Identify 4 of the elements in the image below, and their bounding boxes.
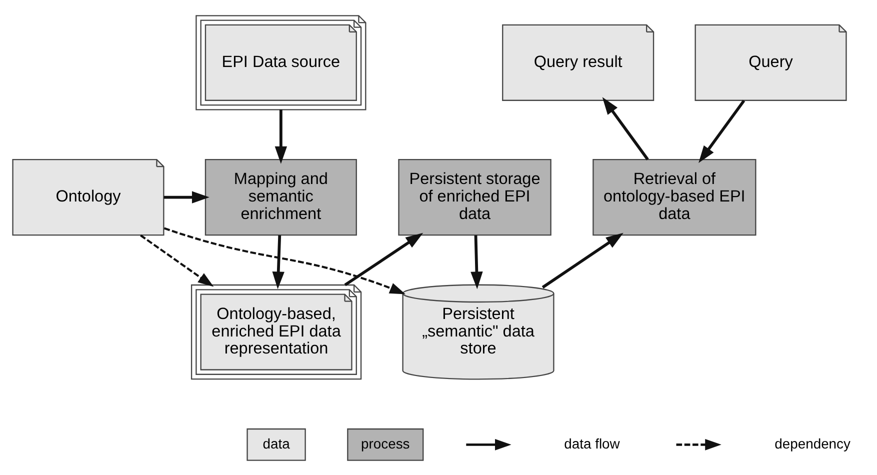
legend-label: data flow bbox=[564, 434, 620, 451]
legend-label: process bbox=[361, 434, 410, 451]
legend-label: data bbox=[262, 434, 290, 451]
legend-label: dependency bbox=[774, 434, 850, 451]
